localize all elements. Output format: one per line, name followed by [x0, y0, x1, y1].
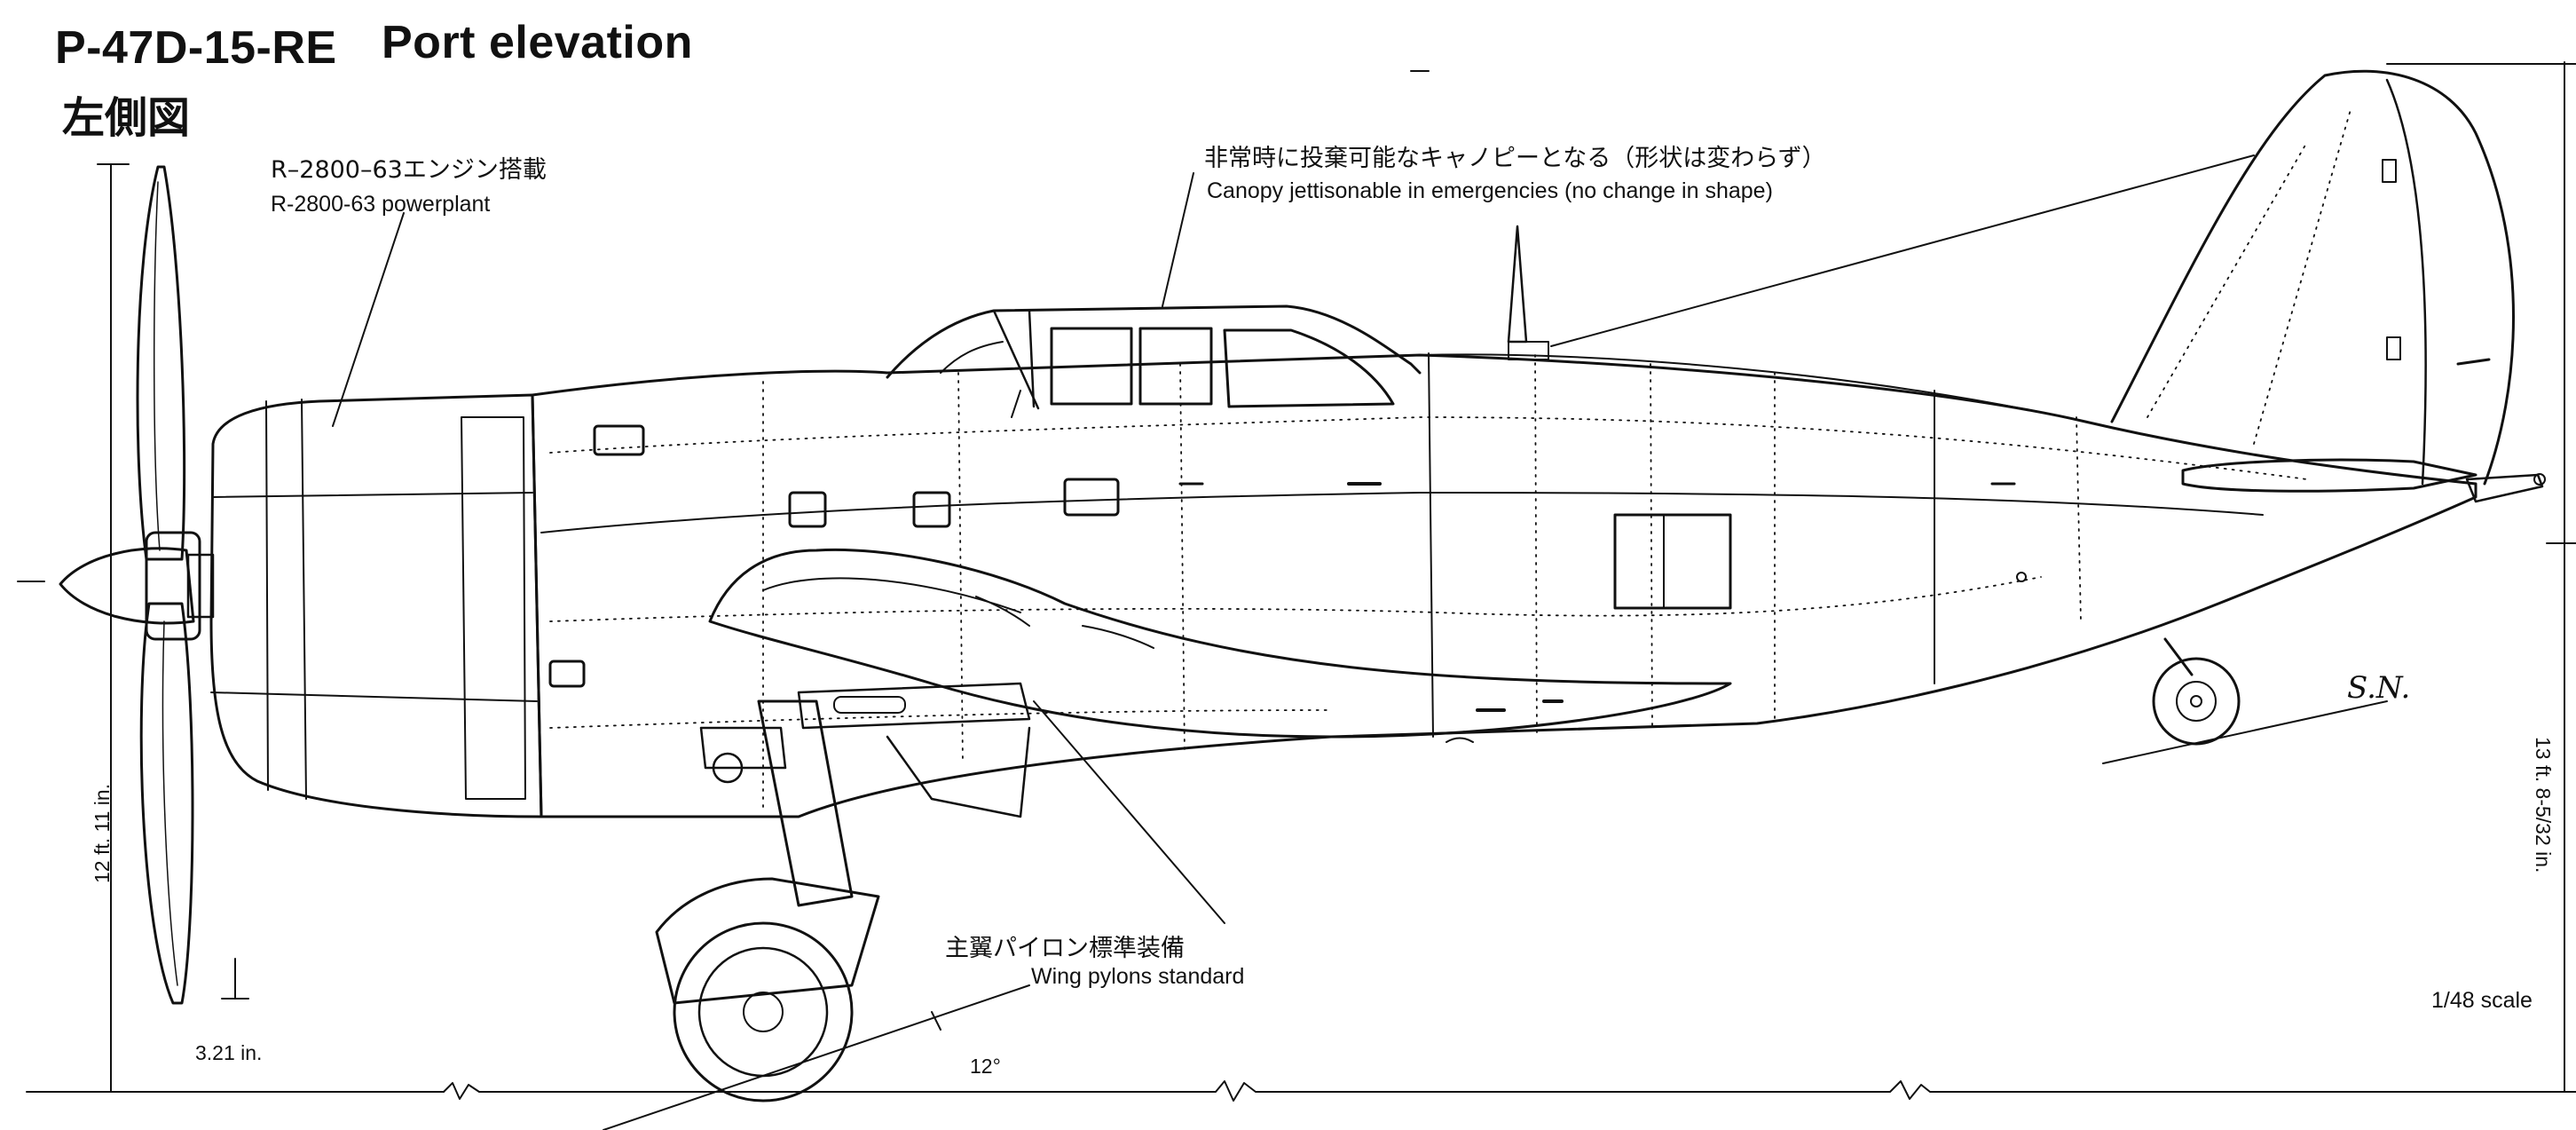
aircraft-designation: P-47D-15-RE: [55, 22, 337, 74]
engine-callout-en: R-2800-63 powerplant: [271, 192, 491, 217]
signature: S.N.: [2347, 670, 2411, 706]
canopy-leader: [1162, 172, 1194, 307]
horizontal-stabilizer: [2181, 458, 2478, 493]
overall-height-dimension: 13 ft. 8-5/32 in.: [2532, 737, 2555, 873]
engine-callout-jp: R–2800–63エンジン搭載: [271, 156, 547, 184]
signature-line: [2102, 700, 2388, 764]
dimension-lines: [17, 61, 2576, 1130]
main-landing-gear: [655, 699, 1031, 1102]
canopy-callout-en: Canopy jettisonable in emergencies (no c…: [1207, 178, 1773, 203]
tail-wheel: [2152, 657, 2241, 746]
pylon-callout-en: Wing pylons standard: [1031, 964, 1245, 989]
engine-leader: [332, 212, 405, 427]
scale-label: 1/48 scale: [2431, 988, 2533, 1013]
wing: [708, 548, 1732, 739]
engine-cowling: [209, 393, 543, 818]
propeller: [59, 165, 215, 1005]
tail: [2110, 69, 2546, 746]
view-title: Port elevation: [382, 17, 693, 68]
canopy: [886, 154, 2255, 418]
fuselage: [531, 352, 2478, 818]
pylon-callout-jp: 主翼パイロン標準装備: [945, 935, 1185, 962]
leader-lines: [332, 172, 2388, 924]
view-title-japanese: 左側図: [62, 95, 191, 142]
pylon-leader: [1033, 700, 1225, 924]
prop-height-dimension: 12 ft. 11 in.: [91, 783, 114, 883]
spinner: [59, 547, 195, 625]
canopy-callout-jp: 非常時に投棄可能なキャノピーとなる（形状は変わらず）: [1204, 145, 1826, 172]
prop-clearance-dimension: 3.21 in.: [195, 1041, 263, 1064]
angle-dimension: 12°: [970, 1055, 1001, 1078]
vertical-stabilizer: [2110, 69, 2515, 486]
wing-pylon: [797, 682, 1031, 730]
main-wheel: [673, 921, 854, 1102]
